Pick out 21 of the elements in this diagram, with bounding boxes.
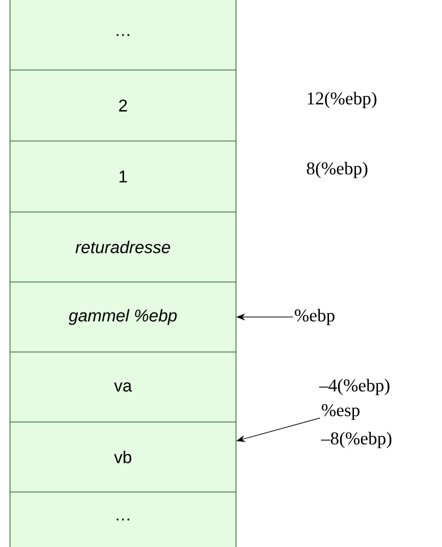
node-label: …	[116, 34, 130, 36]
offset-label: –8(%ebp)	[321, 432, 392, 448]
stack-cell: gammel %ebp	[10, 282, 236, 352]
stack-cell: va	[10, 352, 236, 422]
node-label: returadresse	[76, 240, 170, 254]
node-label: vb	[114, 450, 132, 464]
stack-cell: returadresse	[10, 212, 236, 282]
stack-cell: 2	[10, 70, 236, 142]
stack-cell: 1	[10, 140, 236, 212]
offset-label: –4(%ebp)	[319, 378, 390, 396]
stack-cell: vb	[10, 422, 236, 492]
stack-cell: …	[10, 492, 236, 547]
offset-label: 8(%ebp)	[306, 162, 368, 178]
node-label: 1	[120, 170, 127, 182]
node-label: 2	[119, 100, 127, 112]
register-label: %ebp	[294, 308, 334, 326]
stack-cell: …	[10, 0, 236, 70]
offset-label: 12(%ebp)	[308, 92, 376, 108]
register-label: %esp	[322, 404, 360, 420]
node-label: va	[114, 382, 132, 392]
node-label: gammel %ebp	[68, 309, 177, 325]
